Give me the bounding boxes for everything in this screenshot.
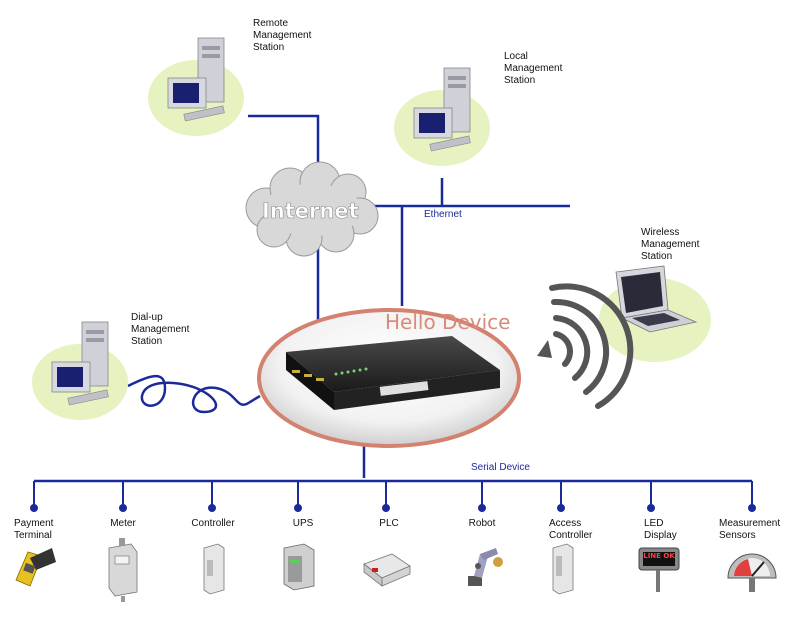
remote-link — [248, 114, 320, 178]
local-station-icon — [393, 67, 491, 167]
device-label-plc: PLC — [379, 518, 399, 529]
device-label-access-controller: Access Controller — [549, 518, 593, 541]
ups-icon — [283, 543, 315, 591]
plc-icon — [363, 553, 411, 587]
device-label-robot: Robot — [468, 518, 496, 529]
wireless-signal-icon — [537, 283, 634, 409]
hello-device-icon — [257, 308, 521, 448]
led-sign-text: LINE OK — [643, 552, 675, 560]
meter-icon — [108, 538, 138, 602]
led-display-icon — [638, 547, 680, 592]
local-station-label: Local Management Station — [504, 51, 563, 86]
access-controller-icon — [552, 543, 574, 595]
device-label-controller: Controller — [191, 518, 235, 529]
remote-station-icon — [147, 37, 245, 137]
payment-terminal-icon — [15, 548, 56, 587]
device-label-led-display: LED Display — [644, 518, 677, 541]
dialup-station-label: Dial-up Management Station — [131, 312, 190, 347]
connection-lines — [34, 114, 752, 483]
controller-icon — [203, 543, 225, 595]
serial-taps — [30, 481, 756, 512]
device-label-measurement-sensors: Measurement Sensors — [719, 518, 781, 541]
internet-cloud-icon — [245, 161, 379, 257]
hello-device-label: Hello Device — [385, 310, 510, 334]
internet-label: Internet — [262, 199, 359, 223]
serial-device-label: Serial Device — [471, 462, 530, 473]
robot-icon — [468, 548, 503, 586]
device-label-payment-terminal: Payment Terminal — [14, 518, 54, 541]
device-label-meter: Meter — [110, 518, 136, 529]
wireless-station-label: Wireless Management Station — [641, 227, 700, 262]
device-label-ups: UPS — [292, 518, 314, 529]
dialup-cable — [127, 374, 261, 414]
ethernet-label: Ethernet — [424, 209, 462, 220]
remote-station-label: Remote Management Station — [253, 18, 312, 53]
dialup-station-icon — [31, 321, 129, 421]
measurement-sensors-icon — [727, 553, 777, 592]
